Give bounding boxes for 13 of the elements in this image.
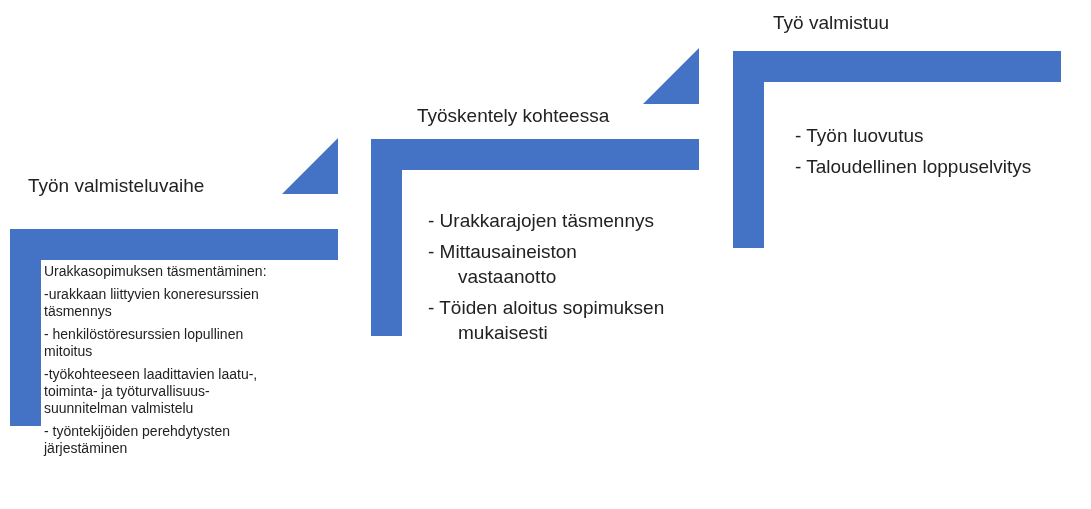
step-detail-text: - Taloudellinen loppuselvitys: [795, 155, 1033, 179]
step-detail-text: Urakkasopimuksen täsmentäminen:: [44, 263, 268, 280]
step-heading: Työn valmisteluvaihe: [28, 175, 205, 197]
step-detail-text: - Työn luovutus: [795, 124, 925, 148]
step-heading: Työ valmistuu: [773, 12, 890, 34]
step-heading: Työskentely kohteessa: [417, 105, 610, 127]
step-detail-text: -urakkaan liittyvien koneresurssien täsmennys: [44, 286, 260, 320]
step-detail-text: - Urakkarajojen täsmennys: [428, 209, 655, 233]
step-detail-text: - henkilöstöresurssien lopullinen mitoitus: [44, 326, 245, 360]
step-detail-text: - työntekijöiden perehdytysten järjestäminen: [44, 423, 231, 457]
step-detail-text: - Töiden aloitus sopimuksen mukaisesti: [428, 296, 666, 345]
step-detail-text: -työkohteeseen laadittavien laatu-, toiminta- ja työturvallisuus-suunnitelman valmistelu: [44, 366, 259, 417]
step-detail-text: - Mittausaineiston vastaanotto: [428, 240, 578, 289]
